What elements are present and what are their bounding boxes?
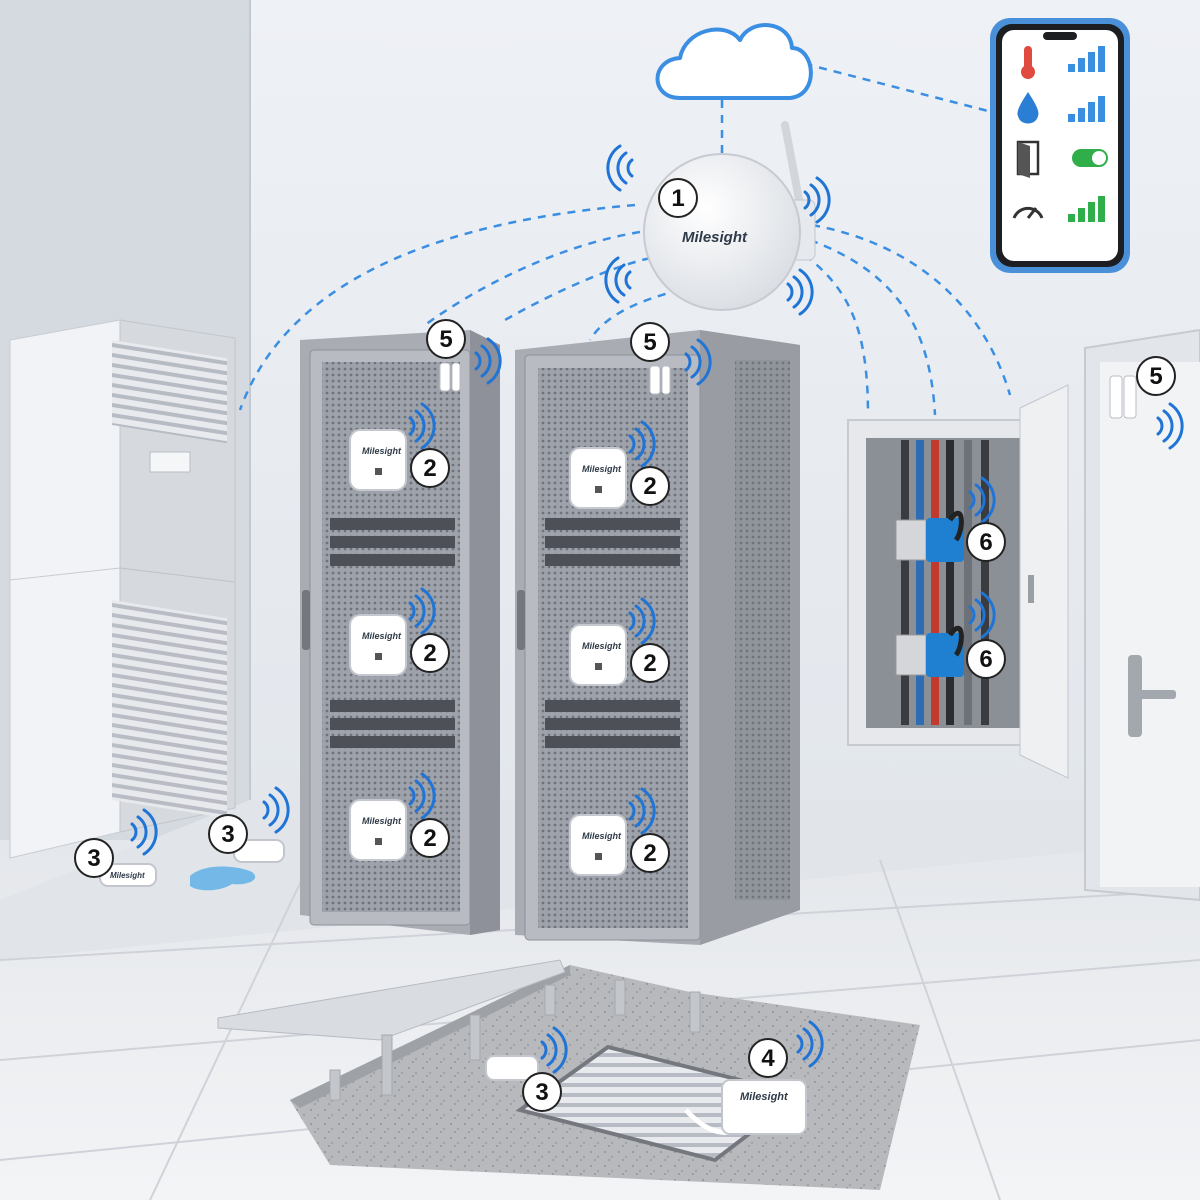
- callout-6: 6: [979, 646, 992, 673]
- leak-sensor: 3: [208, 786, 290, 863]
- svg-text:Milesight: Milesight: [740, 1091, 789, 1103]
- phone-row: [1012, 196, 1105, 222]
- air-conditioner-unit: [9, 319, 236, 859]
- cloud-icon: [655, 23, 813, 100]
- svg-text:Milesight: Milesight: [582, 831, 622, 841]
- signal-bars-icon: [1068, 46, 1105, 72]
- milesight-gateway: 1 Milesight: [604, 121, 831, 316]
- gauge-icon: [1012, 206, 1044, 219]
- door-sensor: 5: [630, 322, 712, 395]
- callout-5: 5: [1149, 363, 1162, 390]
- door-icon: [1016, 140, 1040, 178]
- door-sensor: 5: [426, 319, 502, 392]
- rack-sensor: Milesight 2: [349, 402, 450, 491]
- room-door: [1084, 328, 1200, 902]
- current-sensor: 6: [895, 591, 1006, 679]
- callout-2: 2: [423, 455, 436, 482]
- callout-2: 2: [643, 473, 656, 500]
- phone-row: [1021, 46, 1105, 79]
- phone-row: [1016, 140, 1108, 178]
- callout-4: 4: [761, 1045, 775, 1072]
- callout-2: 2: [643, 650, 656, 677]
- rack-sensor: Milesight 2: [349, 772, 450, 861]
- water-leak-puddle: [190, 866, 256, 891]
- rack-sensor: Milesight 2: [569, 420, 670, 509]
- svg-text:Milesight: Milesight: [362, 816, 402, 826]
- svg-text:Milesight: Milesight: [582, 464, 622, 474]
- signal-bars-icon: [1068, 196, 1105, 222]
- callout-2: 2: [423, 825, 436, 852]
- callout-6: 6: [979, 529, 992, 556]
- rack-sensor: Milesight 2: [569, 787, 670, 876]
- rack-sensor: Milesight 2: [569, 597, 670, 686]
- leak-sensor: Milesight 3: [74, 808, 158, 887]
- callout-5: 5: [439, 326, 452, 353]
- svg-text:Milesight: Milesight: [582, 641, 622, 651]
- smartphone-app: [990, 18, 1130, 273]
- gateway-brand-label: Milesight: [682, 229, 748, 246]
- toggle-switch-icon: [1072, 149, 1108, 167]
- callout-3: 3: [535, 1079, 548, 1106]
- thermometer-icon: [1021, 46, 1035, 79]
- underfloor-device: Milesight 4: [684, 1020, 824, 1136]
- callout-3: 3: [221, 821, 234, 848]
- water-drop-icon: [1017, 92, 1039, 124]
- door-sensor: 5: [1109, 356, 1184, 450]
- callout-1: 1: [671, 185, 684, 212]
- leak-sensor: 3: [485, 1026, 568, 1112]
- current-sensor: 6: [895, 476, 1006, 562]
- svg-text:Milesight: Milesight: [110, 871, 145, 880]
- electrical-cabinet: [847, 384, 1069, 779]
- svg-text:Milesight: Milesight: [362, 446, 402, 456]
- callout-2: 2: [643, 840, 656, 867]
- signal-bars-icon: [1068, 96, 1105, 122]
- callout-5: 5: [643, 329, 656, 356]
- callout-3: 3: [87, 845, 100, 872]
- svg-text:Milesight: Milesight: [362, 631, 402, 641]
- phone-row: [1017, 92, 1105, 124]
- callout-2: 2: [423, 640, 436, 667]
- rack-sensor: Milesight 2: [349, 587, 450, 676]
